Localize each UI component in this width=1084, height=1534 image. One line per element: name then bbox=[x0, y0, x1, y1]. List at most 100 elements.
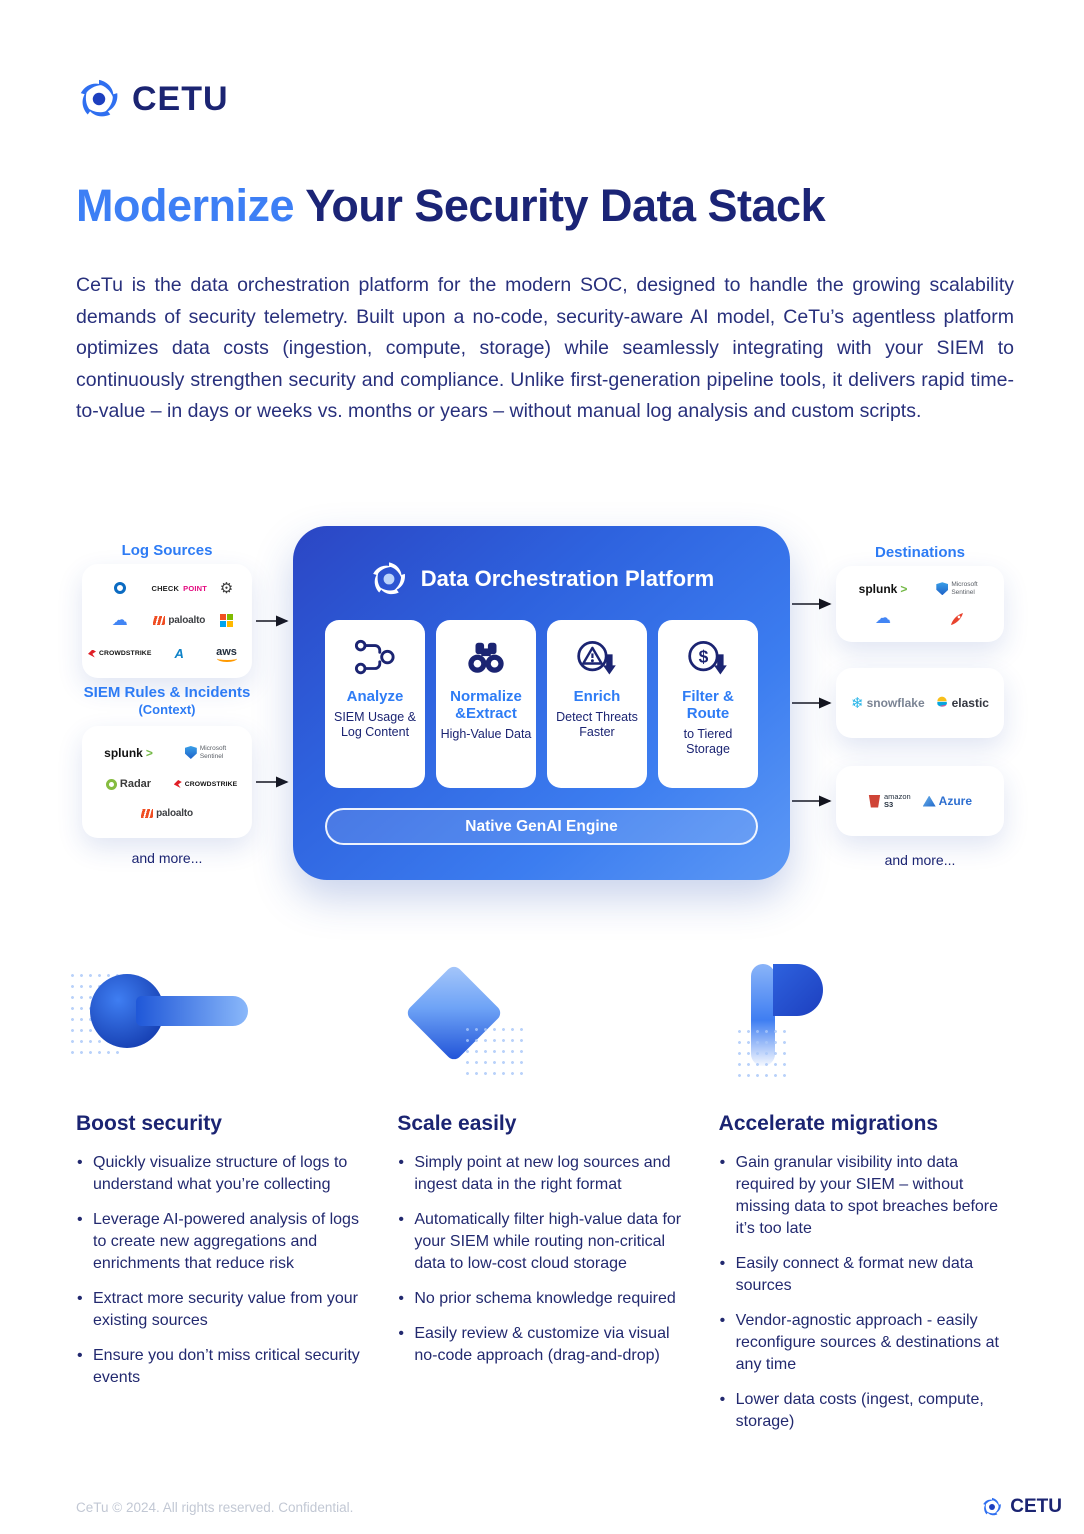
siem-label-context: (Context) bbox=[138, 702, 196, 717]
aws-label: aws bbox=[216, 646, 237, 662]
azure-icon bbox=[922, 795, 936, 807]
bullet-item: Ensure you don’t miss critical security … bbox=[76, 1345, 365, 1389]
platform-card-subtitle: Detect Threats Faster bbox=[556, 710, 638, 739]
vendor-crowdstrike: CROWDSTRIKE bbox=[88, 649, 151, 658]
platform-card-normalize: Normalize &Extract High-Value Data bbox=[436, 620, 536, 788]
okta-ring-icon bbox=[113, 582, 126, 594]
vendor-azure: Azure bbox=[922, 794, 972, 808]
vendor-snowflake: ❄snowflake bbox=[851, 696, 925, 711]
falcon-icon bbox=[173, 780, 182, 788]
vendor-elastic: elastic bbox=[935, 696, 989, 710]
vendor-microsoft bbox=[219, 613, 234, 628]
vendor-akamai: A bbox=[175, 646, 184, 661]
feature-boost-security: Boost security Quickly visualize structu… bbox=[68, 946, 365, 1446]
splunk-arrow: > bbox=[145, 745, 153, 760]
half-circle-shape bbox=[772, 964, 823, 1016]
beam-shape bbox=[136, 996, 248, 1026]
bullet-item: Extract more security value from your ex… bbox=[76, 1288, 365, 1332]
vendor-paloalto: paloalto bbox=[141, 808, 193, 819]
cetu-swirl-icon bbox=[80, 79, 118, 117]
genai-engine-pill: Native GenAI Engine bbox=[325, 808, 758, 845]
platform-card-subtitle: to Tiered Storage bbox=[683, 727, 733, 756]
nodes-icon bbox=[352, 632, 398, 684]
log-sources-label: Log Sources bbox=[121, 542, 213, 559]
vendor-paloalto: paloalto bbox=[153, 615, 205, 626]
platform-title: Data Orchestration Platform bbox=[420, 566, 715, 591]
platform-card-subtitle: High-Value Data bbox=[440, 727, 532, 741]
sentinel-shield-icon bbox=[936, 582, 949, 596]
vendor-generic-gear: ⚙ bbox=[220, 581, 233, 596]
platform-card-analyze: Analyze SIEM Usage & Log Content bbox=[325, 620, 425, 788]
binoculars-icon bbox=[463, 632, 509, 684]
intro-paragraph: CeTu is the data orchestration platform … bbox=[76, 274, 1014, 422]
google-cloud-icon: ☁ bbox=[111, 611, 128, 629]
destinations-label: Destinations bbox=[874, 544, 965, 561]
vendor-rocket bbox=[949, 611, 965, 627]
bullet-item: Vendor-agnostic approach - easily reconf… bbox=[719, 1310, 1008, 1376]
feature-scale-easily: Scale easily Simply point at new log sou… bbox=[397, 946, 686, 1446]
dollar-download-icon: $ bbox=[684, 632, 732, 684]
scale-easily-graphic bbox=[397, 946, 686, 1108]
feature-title: Accelerate migrations bbox=[718, 1112, 939, 1135]
platform-card-title: Enrich bbox=[573, 688, 621, 705]
title-highlight: Modernize bbox=[76, 180, 295, 231]
vendor-qradar: Radar bbox=[105, 778, 152, 790]
feature-accelerate-migrations: Accelerate migrations Gain granular visi… bbox=[719, 946, 1008, 1446]
google-cloud-icon: ☁ bbox=[875, 609, 891, 627]
splunk-label: splunk bbox=[858, 581, 898, 596]
gear-icon: ⚙ bbox=[219, 579, 234, 597]
platform-card-title: Analyze bbox=[346, 688, 404, 705]
feature-title: Boost security bbox=[76, 1112, 222, 1135]
crowdstrike-label: CROWDSTRIKE bbox=[184, 780, 238, 788]
bullet-item: Quickly visualize structure of logs to u… bbox=[76, 1152, 365, 1196]
bullet-item: Automatically filter high-value data for… bbox=[397, 1209, 686, 1275]
platform-card-enrich: Enrich Detect Threats Faster bbox=[547, 620, 647, 788]
platform-card-title: Normalize &Extract bbox=[450, 688, 522, 722]
platform-card-subtitle: SIEM Usage & Log Content bbox=[334, 710, 416, 739]
elastic-label: elastic bbox=[951, 696, 989, 710]
qradar-icon bbox=[105, 778, 117, 790]
footer-brand-name: CETU bbox=[1010, 1496, 1062, 1517]
more-left-text: and more... bbox=[131, 850, 203, 866]
vendor-okta bbox=[113, 582, 126, 594]
title-rest: Your Security Data Stack bbox=[294, 180, 826, 231]
vendor-google-cloud: ☁ bbox=[875, 609, 891, 627]
platform-card-filter-route: $ Filter & Route to Tiered Storage bbox=[658, 620, 758, 788]
akamai-label: A bbox=[174, 646, 184, 661]
splunk-label: splunk bbox=[104, 745, 143, 760]
bullet-item: Lower data costs (ingest, compute, stora… bbox=[719, 1389, 1008, 1433]
platform-cards: Analyze SIEM Usage & Log Content No bbox=[325, 620, 758, 788]
speckle-decor bbox=[463, 1024, 524, 1078]
qradar-label: Radar bbox=[119, 778, 152, 790]
platform-box: Data Orchestration Platform Analyze SIEM… bbox=[293, 526, 790, 880]
vendor-aws: aws bbox=[216, 646, 237, 662]
vendor-google-cloud: ☁ bbox=[111, 611, 128, 629]
paloalto-label: paloalto bbox=[168, 615, 206, 626]
vendor-crowdstrike: CROWDSTRIKE bbox=[173, 780, 238, 788]
cetu-swirl-icon bbox=[983, 1497, 1002, 1516]
check-point-label: CHECK bbox=[151, 583, 180, 593]
footer: CeTu © 2024. All rights reserved. Confid… bbox=[76, 1496, 1062, 1518]
copyright-text: CeTu © 2024. All rights reserved. Confid… bbox=[76, 1499, 354, 1515]
siem-label-main: SIEM Rules & Incidents bbox=[83, 684, 251, 701]
brand-logo: CETU bbox=[76, 76, 229, 122]
splunk-arrow: > bbox=[900, 581, 908, 596]
brand-name: CETU bbox=[132, 79, 229, 118]
feature-bullets: Gain granular visibility into data requi… bbox=[719, 1152, 1008, 1433]
features-section: Boost security Quickly visualize structu… bbox=[68, 946, 1008, 1446]
feature-title: Scale easily bbox=[397, 1112, 517, 1135]
svg-text:$: $ bbox=[699, 647, 709, 667]
siem-label: SIEM Rules & Incidents (Context) bbox=[57, 684, 277, 718]
platform-card-title: Filter & Route bbox=[682, 688, 734, 722]
more-right-text: and more... bbox=[884, 852, 956, 868]
